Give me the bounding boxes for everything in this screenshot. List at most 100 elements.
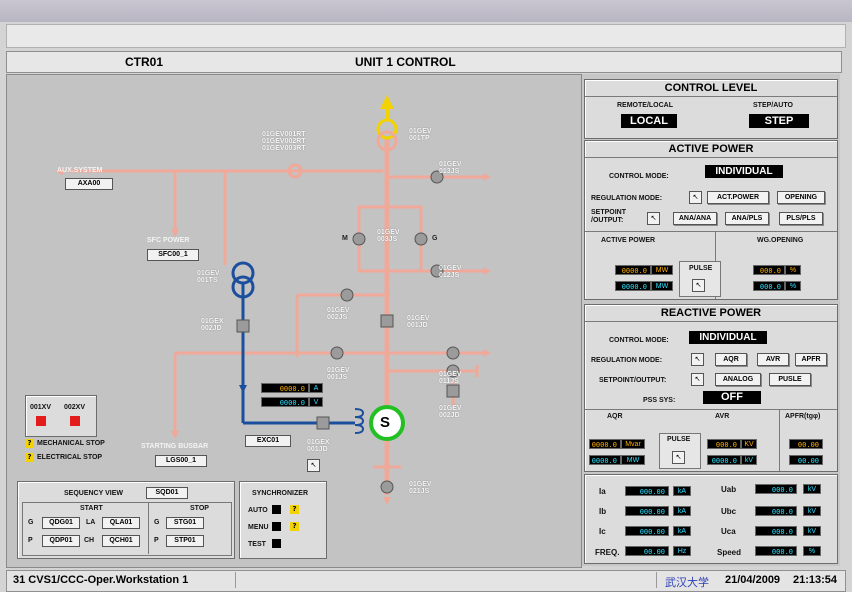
ap-regulation-cursor[interactable]: ↖ bbox=[689, 191, 702, 204]
disconnector-002js bbox=[340, 288, 354, 302]
elec-stop-q-icon[interactable]: ? bbox=[25, 453, 34, 462]
generator-label: S bbox=[380, 414, 391, 431]
apfr-button[interactable]: APFR bbox=[795, 353, 827, 366]
aux-system-box[interactable]: AXA00 bbox=[65, 178, 113, 190]
generator-symbol bbox=[369, 405, 405, 441]
synchronizer-panel: SYNCHRONIZER AUTO ? MENU ? TEST bbox=[239, 481, 327, 559]
exc-voltage-value: 0000.0 bbox=[261, 397, 309, 407]
wg-value-1: 000.0 bbox=[753, 265, 785, 275]
analog-button[interactable]: ANALOG bbox=[715, 373, 761, 386]
active-power-panel: ACTIVE POWER CONTROL MODE: INDIVIDUAL RE… bbox=[584, 140, 838, 300]
speed-value: 000.0 bbox=[755, 546, 797, 556]
ap-pulse-cursor[interactable]: ↖ bbox=[692, 279, 705, 292]
wg-unit-1: % bbox=[785, 265, 801, 275]
qdp01-button[interactable]: QDP01 bbox=[42, 535, 80, 547]
speed-unit: % bbox=[803, 546, 821, 556]
title-strip bbox=[0, 0, 852, 22]
sfc-power-box[interactable]: SFC00_1 bbox=[147, 249, 199, 261]
sync-menu-q-icon[interactable]: ? bbox=[290, 522, 299, 531]
xv1-indicator[interactable] bbox=[36, 416, 46, 426]
sync-auto-q-icon[interactable]: ? bbox=[290, 505, 299, 514]
mech-stop-q-icon[interactable]: ? bbox=[25, 439, 34, 448]
status-bar: 31 CVS1/CCC-Oper.Workstation 1 武汉大学 21/0… bbox=[6, 570, 846, 592]
pusle-button[interactable]: PUSLE bbox=[769, 373, 811, 386]
tag-001js: 01GEV 001JS bbox=[327, 367, 350, 381]
gen-node bbox=[414, 232, 428, 246]
qla01-button[interactable]: QLA01 bbox=[102, 517, 140, 529]
transformer-001ts bbox=[231, 261, 255, 285]
sequency-box[interactable]: SQD01 bbox=[146, 487, 188, 499]
qdg01-button[interactable]: QDG01 bbox=[42, 517, 80, 529]
status-date: 21/04/2009 bbox=[725, 574, 781, 586]
aqr-unit-2: MW bbox=[621, 455, 645, 465]
motor-label: M bbox=[342, 235, 348, 242]
tag-002js: 01GEV 002JS bbox=[327, 307, 350, 321]
remote-local-button[interactable]: LOCAL bbox=[621, 114, 677, 128]
sync-test-indicator[interactable] bbox=[272, 539, 281, 548]
stp01-button[interactable]: STP01 bbox=[166, 535, 204, 547]
rp-regulation-cursor[interactable]: ↖ bbox=[691, 353, 704, 366]
uca-value: 000.0 bbox=[755, 526, 797, 536]
avr-value-1: 000.0 bbox=[707, 439, 741, 449]
freq-value: 00.00 bbox=[625, 546, 669, 556]
sfc-power-label: SFC POWER bbox=[147, 237, 190, 244]
ap-control-mode-value[interactable]: INDIVIDUAL bbox=[705, 165, 783, 178]
ap-value-2: 0000.0 bbox=[615, 281, 651, 291]
ic-unit: kA bbox=[673, 526, 691, 536]
sync-menu-indicator[interactable] bbox=[272, 522, 281, 531]
wg-unit-2: % bbox=[785, 281, 801, 291]
xv2-label: 002XV bbox=[64, 404, 86, 411]
apfr-column: APFR(tgφ) bbox=[785, 413, 821, 420]
ap-pulse-label: PULSE bbox=[689, 265, 713, 272]
ubc-value: 000.0 bbox=[755, 506, 797, 516]
ic-value: 000.00 bbox=[625, 526, 669, 536]
act-power-button[interactable]: ACT.POWER bbox=[707, 191, 769, 204]
aqr-button[interactable]: AQR bbox=[715, 353, 747, 366]
disconnector-012js bbox=[430, 264, 444, 278]
exc-cursor-button[interactable]: ↖ bbox=[307, 459, 320, 472]
uab-value: 000.0 bbox=[755, 484, 797, 494]
rp-setpoint-cursor[interactable]: ↖ bbox=[691, 373, 704, 386]
ana-pls-button[interactable]: ANA/PLS bbox=[725, 212, 769, 225]
seq-ch-label: CH bbox=[84, 537, 95, 544]
ap-setpoint-label-1: SETPOINT bbox=[591, 209, 627, 216]
starting-busbar-box[interactable]: LGS00_1 bbox=[155, 455, 207, 467]
qch01-button[interactable]: QCH01 bbox=[102, 535, 140, 547]
single-line-diagram: S M G 01GEV001RT 01GEV002RT 01GEV003RT 0… bbox=[6, 74, 582, 568]
tag-011js: 01GEV 011JS bbox=[439, 371, 462, 385]
ia-value: 000.00 bbox=[625, 486, 669, 496]
rp-pulse-cursor[interactable]: ↖ bbox=[672, 451, 685, 464]
start-label: START bbox=[80, 505, 103, 512]
breaker-gex001jd bbox=[316, 416, 330, 430]
tag-rt: 01GEV001RT 01GEV002RT 01GEV003RT bbox=[262, 131, 306, 152]
sync-auto-indicator[interactable] bbox=[272, 505, 281, 514]
avr-button[interactable]: AVR bbox=[757, 353, 789, 366]
measurements-panel: Ia 000.00 kA Ib 000.00 kA Ic 000.00 kA F… bbox=[584, 474, 838, 564]
tag-001jd: 01GEV 001JD bbox=[407, 315, 430, 329]
xv2-indicator[interactable] bbox=[70, 416, 80, 426]
apfr-value-2: 00.00 bbox=[789, 455, 823, 465]
tag-003js: 01GEV 003JS bbox=[377, 229, 400, 243]
pss-value[interactable]: OFF bbox=[703, 391, 761, 404]
stg01-button[interactable]: STG01 bbox=[166, 517, 204, 529]
opening-button[interactable]: OPENING bbox=[777, 191, 825, 204]
pls-pls-button[interactable]: PLS/PLS bbox=[779, 212, 823, 225]
seq-g-stop-label: G bbox=[154, 519, 160, 526]
step-auto-button[interactable]: STEP bbox=[749, 114, 809, 128]
ap-setpoint-label-2: /OUTPUT: bbox=[591, 217, 624, 224]
reactive-power-title: REACTIVE POWER bbox=[660, 307, 762, 319]
exc-box[interactable]: EXC01 bbox=[245, 435, 291, 447]
starting-busbar-label: STARTING BUSBAR bbox=[141, 443, 209, 450]
ap-control-mode-label: CONTROL MODE: bbox=[609, 173, 669, 180]
ia-label: Ia bbox=[599, 487, 606, 496]
aqr-value-1: 0000.0 bbox=[589, 439, 621, 449]
wg-opening-column: WG.OPENING bbox=[757, 237, 804, 244]
org-name: 武汉大学 bbox=[665, 576, 709, 589]
aqr-value-2: 0000.0 bbox=[589, 455, 621, 465]
workstation-label: 31 CVS1/CCC-Oper.Workstation 1 bbox=[13, 574, 189, 586]
rp-control-mode-value[interactable]: INDIVIDUAL bbox=[689, 331, 767, 344]
ap-setpoint-cursor[interactable]: ↖ bbox=[647, 212, 660, 225]
ana-ana-button[interactable]: ANA/ANA bbox=[673, 212, 717, 225]
avr-column: AVR bbox=[715, 413, 730, 420]
pss-label: PSS SYS: bbox=[643, 397, 676, 404]
